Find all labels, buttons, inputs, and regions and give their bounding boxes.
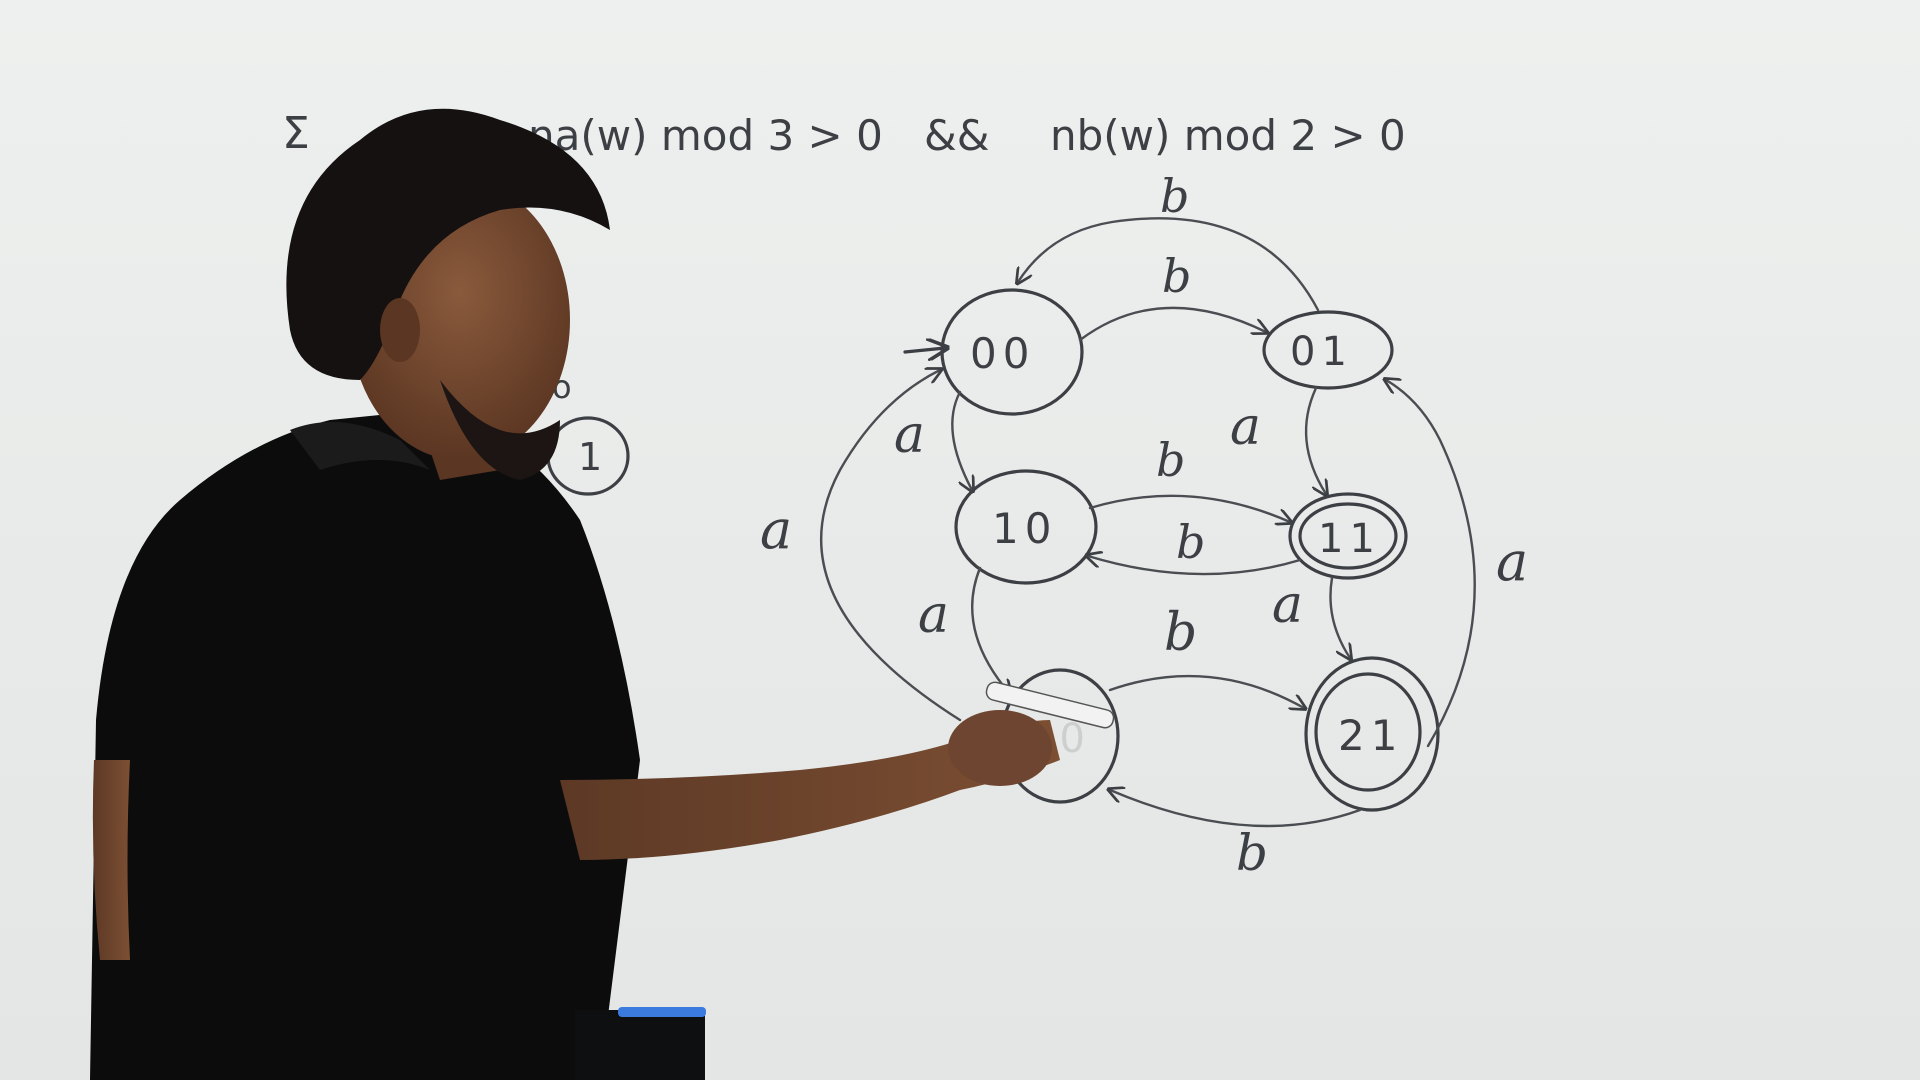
presenter-hand [948,710,1052,786]
edge-01-11 [1304,386,1326,494]
edge-00-10 [951,390,972,490]
presenter-left-arm [92,760,130,960]
state-01: 01 [1262,310,1394,390]
state-10-label: 10 [992,504,1057,553]
formula-line: Σ na(w) mod 3 > 0 && nb(w) mod 2 > 0 [282,108,1406,160]
whiteboard-marker [985,681,1115,729]
state-01-label: 01 [1290,329,1353,375]
formula-and: && [924,111,990,160]
start-arrow [903,348,945,352]
label-b-top-inner: b [1162,249,1191,303]
label-b-top-outer: b [1160,169,1189,223]
state-21-label: 21 [1338,711,1403,760]
edge-01-00 [1018,217,1320,312]
presenter-hair [286,108,610,380]
dfa-diagram: 00 01 10 11 20 21 [760,169,1528,882]
notebook-body [575,1010,705,1080]
edge-21-01 [1386,380,1476,748]
formula-nb-condition: nb(w) mod 2 > 0 [1050,111,1406,160]
label-a-11-21: a [1272,575,1303,635]
label-b-10-11: b [1156,433,1185,487]
state-00: 00 [940,288,1084,416]
label-a-20-00: a [760,498,792,561]
notebook-blue-edge [618,1007,706,1017]
presenter [90,108,1115,1080]
notebook [575,1007,706,1080]
label-a-01-11: a [1230,397,1261,457]
formula-na-condition: na(w) mod 3 > 0 [528,111,883,160]
presenter-shirt [90,410,640,1080]
label-a-21-01: a [1496,530,1528,593]
edge-11-10 [1088,556,1302,576]
edge-21-20 [1110,790,1362,828]
state-10: 10 [954,469,1098,585]
edge-11-21 [1329,576,1350,658]
label-a-10-20: a [918,585,949,645]
edge-00-01 [1078,306,1266,342]
formula-sigma: Σ [282,108,310,159]
state-00-label: 00 [970,329,1035,378]
presenter-right-arm [560,720,1060,860]
state-11: 11 [1288,492,1408,580]
presenter-ear [380,298,420,362]
presenter-collar [290,422,430,470]
edge-10-11 [1088,494,1290,522]
edge-20-21 [1108,674,1304,708]
state-21: 21 [1304,656,1440,812]
state-11-label: 11 [1318,516,1381,562]
edge-20-00 [819,370,962,722]
edge-10-20 [971,566,1010,694]
label-b-11-10: b [1176,515,1205,569]
label-b-20-21: b [1164,603,1197,663]
label-b-21-20: b [1236,824,1268,882]
label-a-00-10: a [894,405,925,465]
side-state-label: 1 [578,435,602,479]
presenter-beard [440,380,560,480]
